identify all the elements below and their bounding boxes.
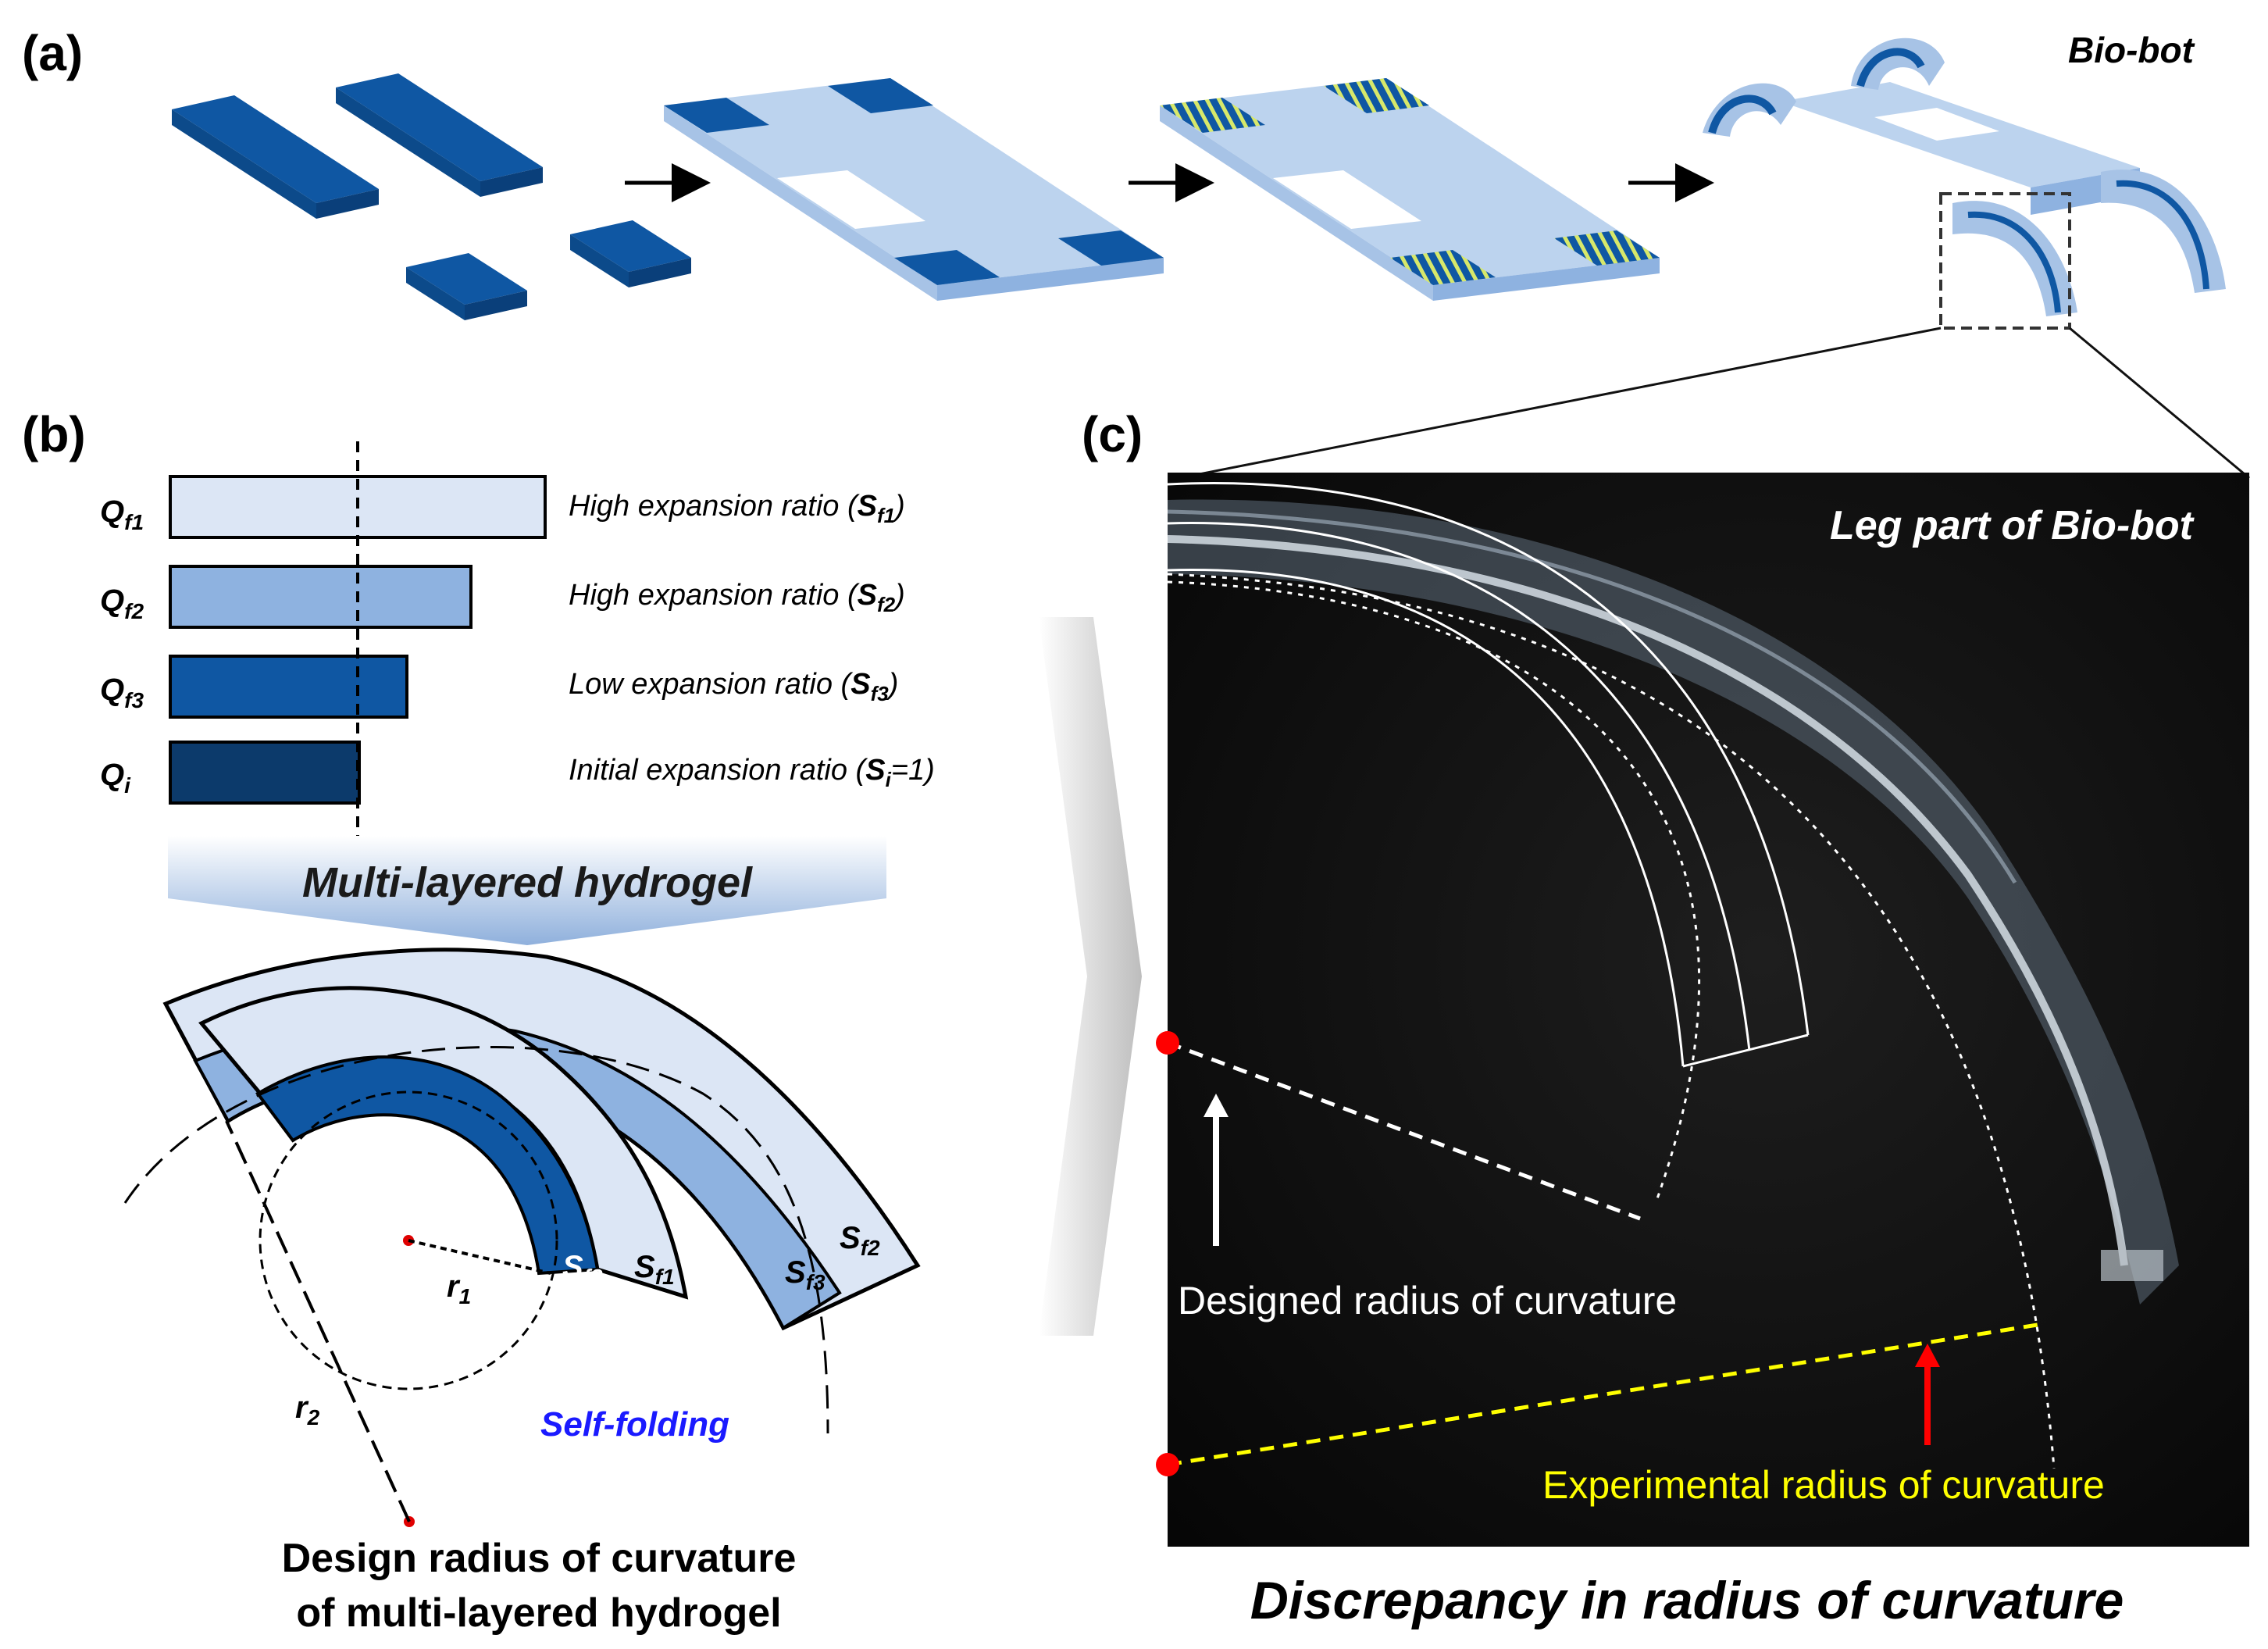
designed-radius-label: Designed radius of curvature [1178, 1279, 1677, 1322]
panel-c-label: (c) [1082, 406, 1143, 462]
panel-b-label: (b) [22, 406, 86, 462]
zoom-line-right [2069, 327, 2250, 480]
bar-qi [169, 741, 361, 805]
panel-a-label: (a) [22, 25, 83, 81]
bar-qf2 [169, 565, 472, 629]
r2-arc [123, 1045, 829, 1434]
biobot-label: Bio-bot [2068, 30, 2195, 70]
arc-label-inner-sf1: Sf1 [634, 1250, 675, 1289]
r2-label: r2 [295, 1390, 320, 1429]
photo-title: Leg part of Bio-bot [1830, 503, 2195, 548]
desc-sf1: High expansion ratio (Sf1) [569, 490, 905, 527]
banner-arrow [168, 836, 886, 945]
strip-large-left [172, 95, 379, 219]
arc-label-inner-sf3: Sf3 [562, 1250, 603, 1289]
leg-zoom-box [1939, 192, 2071, 330]
leg-photo [1167, 473, 2249, 1547]
step1-strips [172, 73, 691, 320]
desc-sf3: Low expansion ratio (Sf3) [569, 668, 898, 705]
experimental-arrow-head [1915, 1344, 1940, 1367]
r1-circle [259, 1090, 558, 1390]
designed-arrow-head [1204, 1094, 1228, 1117]
discrepancy-caption: Discrepancy in radius of curvature [1250, 1571, 2124, 1630]
banner-title: Multi-layered hydrogel [302, 859, 753, 906]
chevron-arrow [1039, 617, 1142, 1336]
experimental-center-dot [1156, 1453, 1179, 1476]
label-qf2: Qf2 [100, 584, 144, 623]
r1-label: r1 [447, 1269, 471, 1308]
strip-small-left [406, 253, 527, 320]
strip-large-right [336, 73, 543, 197]
strip-small-right [570, 220, 691, 287]
design-caption-line2: of multi-layered hydrogel [296, 1590, 781, 1636]
label-qi: Qi [100, 758, 131, 798]
desc-si: Initial expansion ratio (Si=1) [569, 754, 935, 791]
design-caption-line1: Design radius of curvature [282, 1536, 797, 1581]
expansion-bars [169, 441, 547, 840]
desc-sf2: High expansion ratio (Sf2) [569, 579, 905, 616]
arc-label-outer-sf2: Sf2 [840, 1221, 880, 1260]
arc-label-outer-sf3: Sf3 [785, 1255, 826, 1294]
designed-radius-line [1167, 1040, 1641, 1221]
label-qf3: Qf3 [100, 673, 144, 712]
step2-assembly [664, 78, 1164, 301]
step3-assembly [1160, 78, 1660, 301]
zoom-line-left [1179, 327, 1942, 480]
designed-center-dot [1156, 1031, 1179, 1055]
experimental-radius-label: Experimental radius of curvature [1542, 1463, 2105, 1507]
biobot-illustration [1703, 37, 2226, 330]
r1-line [408, 1239, 551, 1275]
experimental-radius-line [1167, 1322, 2043, 1467]
label-qf1: Qf1 [100, 494, 144, 534]
hydrogel-arcs [123, 948, 921, 1527]
bar-qf3 [169, 655, 408, 719]
self-folding-label: Self-folding [540, 1405, 729, 1444]
r2-line [225, 1120, 411, 1522]
